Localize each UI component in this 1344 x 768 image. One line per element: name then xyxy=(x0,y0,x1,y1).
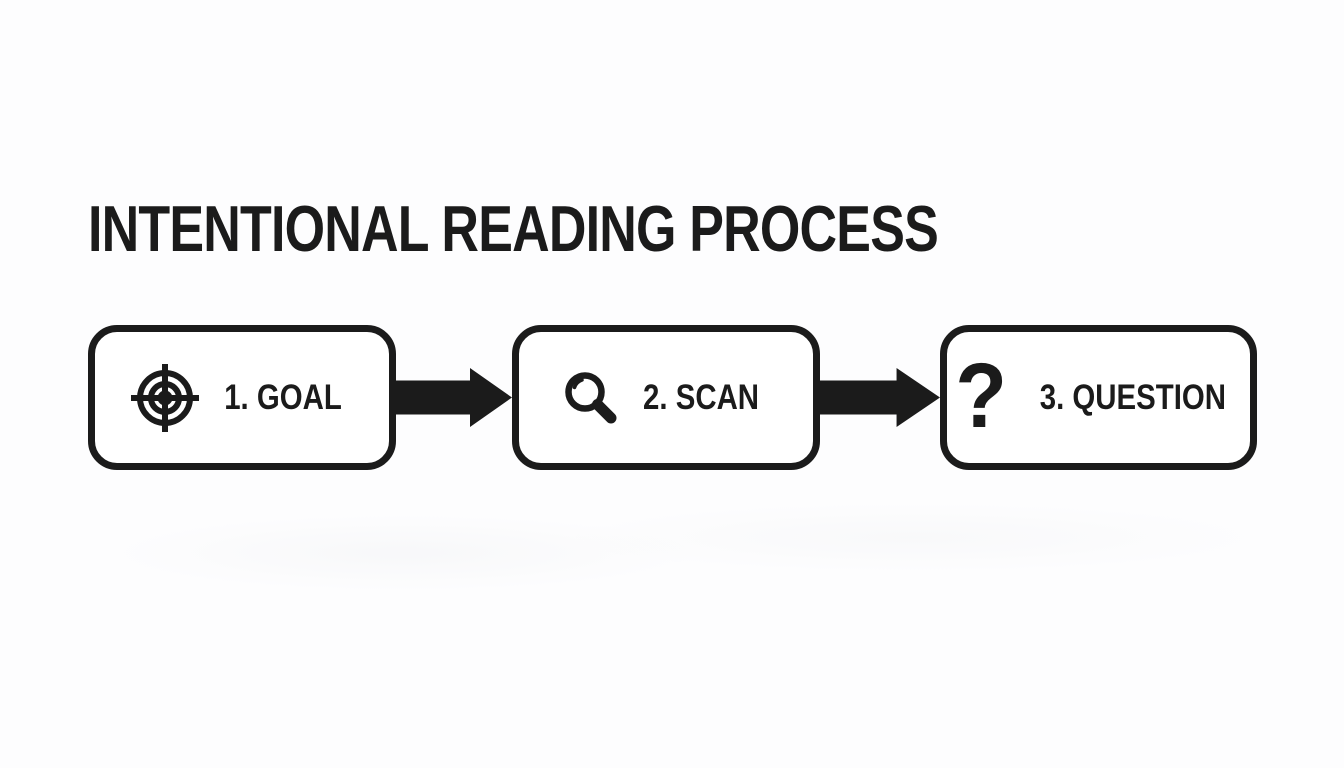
step-box-goal: 1. GOAL xyxy=(88,325,396,470)
step-box-scan: 2. SCAN xyxy=(512,325,820,470)
target-icon xyxy=(130,363,200,433)
flow-arrow-2 xyxy=(820,325,940,470)
step-label-goal: 1. GOAL xyxy=(224,377,343,417)
question-mark-icon: ? xyxy=(953,350,1009,442)
page-title: INTENTIONAL READING PROCESS xyxy=(88,192,939,265)
step-label-scan: 2. SCAN xyxy=(643,377,760,417)
step-box-question: ? 3. QUESTION xyxy=(940,325,1257,470)
process-flow: 1. GOAL 2. SCAN ? 3. QUESTION xyxy=(88,325,1257,470)
question-mark-glyph: ? xyxy=(955,344,1007,447)
flow-arrow-1 xyxy=(396,325,512,470)
step-label-question: 3. QUESTION xyxy=(1039,377,1227,417)
magnifier-icon xyxy=(561,369,619,427)
